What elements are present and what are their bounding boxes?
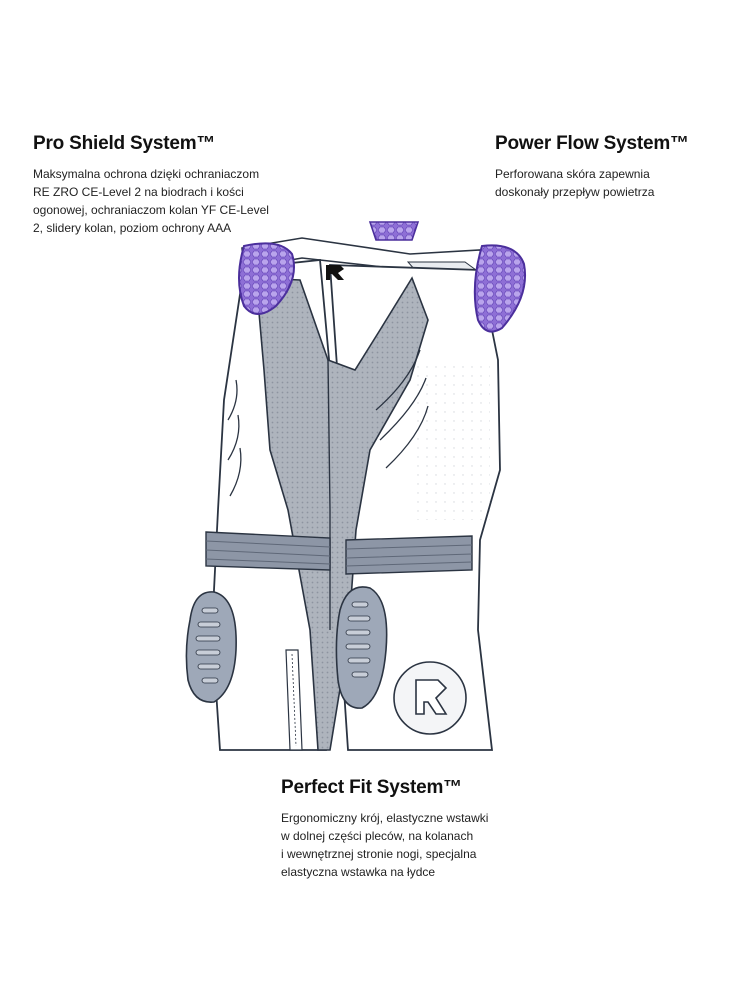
knee-stretch-panels [205,531,473,575]
pro-shield-line-3: ogonowej, ochraniaczom kolan YF CE-Level [33,203,269,217]
pro-shield-title: Pro Shield System™ [33,133,216,154]
knee-logo-icon [393,661,467,735]
tailbone-protector-icon [368,221,420,241]
hip-protector-icon [238,242,295,315]
perfect-fit-line-1: Ergonomiczny krój, elastyczne wstawki [281,811,489,825]
perfect-fit-description: Ergonomiczny krój, elastyczne wstawki w … [281,809,551,881]
power-flow-line-2: doskonały przepływ powietrza [495,185,655,199]
perfect-fit-title: Perfect Fit System™ [281,777,462,798]
power-flow-feature: Power Flow System™ Perforowana skóra zap… [495,133,735,201]
knee-slider-icon [335,586,388,709]
pro-shield-line-2: RE ZRO CE-Level 2 na biodrach i kości [33,185,244,199]
hip-protector-icon [473,244,526,333]
perfect-fit-line-3: i wewnętrznej stronie nogi, specjalna [281,847,477,861]
rebelhorn-r-logo-icon [326,265,344,280]
perfect-fit-feature: Perfect Fit System™ Ergonomiczny krój, e… [281,777,551,881]
power-flow-line-1: Perforowana skóra zapewnia [495,167,650,181]
pro-shield-feature: Pro Shield System™ Maksymalna ochrona dz… [33,133,303,237]
inner-leg-mesh-panel [255,276,429,751]
perfect-fit-line-2: w dolnej części pleców, na kolanach [281,829,474,843]
motorcycle-trousers-illustration [185,221,526,751]
power-flow-description: Perforowana skóra zapewnia doskonały prz… [495,165,735,201]
power-flow-title: Power Flow System™ [495,133,689,154]
pro-shield-line-4: 2, slidery kolan, poziom ochrony AAA [33,221,232,235]
knee-slider-icon [185,591,237,703]
pro-shield-description: Maksymalna ochrona dzięki ochraniaczom R… [33,165,303,237]
pro-shield-line-1: Maksymalna ochrona dzięki ochraniaczom [33,167,260,181]
perfect-fit-line-4: elastyczna wstawka na łydce [281,865,436,879]
